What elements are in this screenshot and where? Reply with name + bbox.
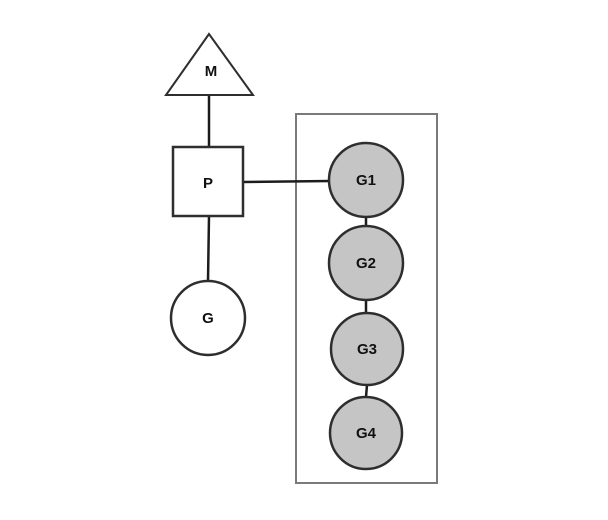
node-g1-label: G1 [356,172,376,189]
node-g2-circle [327,224,405,302]
node-g4-circle [328,395,404,471]
node-g1-circle [327,141,405,219]
node-p-label: P [203,175,213,192]
node-g3-circle [329,311,405,387]
edge-g3-g4 [364,384,369,398]
node-p-square [171,145,245,218]
node-m-triangle [164,32,255,96]
node-g-circle [169,279,247,357]
node-g4-label: G4 [356,425,377,442]
node-g3-label: G3 [357,341,377,358]
node-g2-label: G2 [356,255,376,272]
node-m-label: M [205,63,218,80]
edge-p-g [206,215,211,282]
edge-p-g1 [242,179,331,184]
node-g-label: G [202,310,214,327]
